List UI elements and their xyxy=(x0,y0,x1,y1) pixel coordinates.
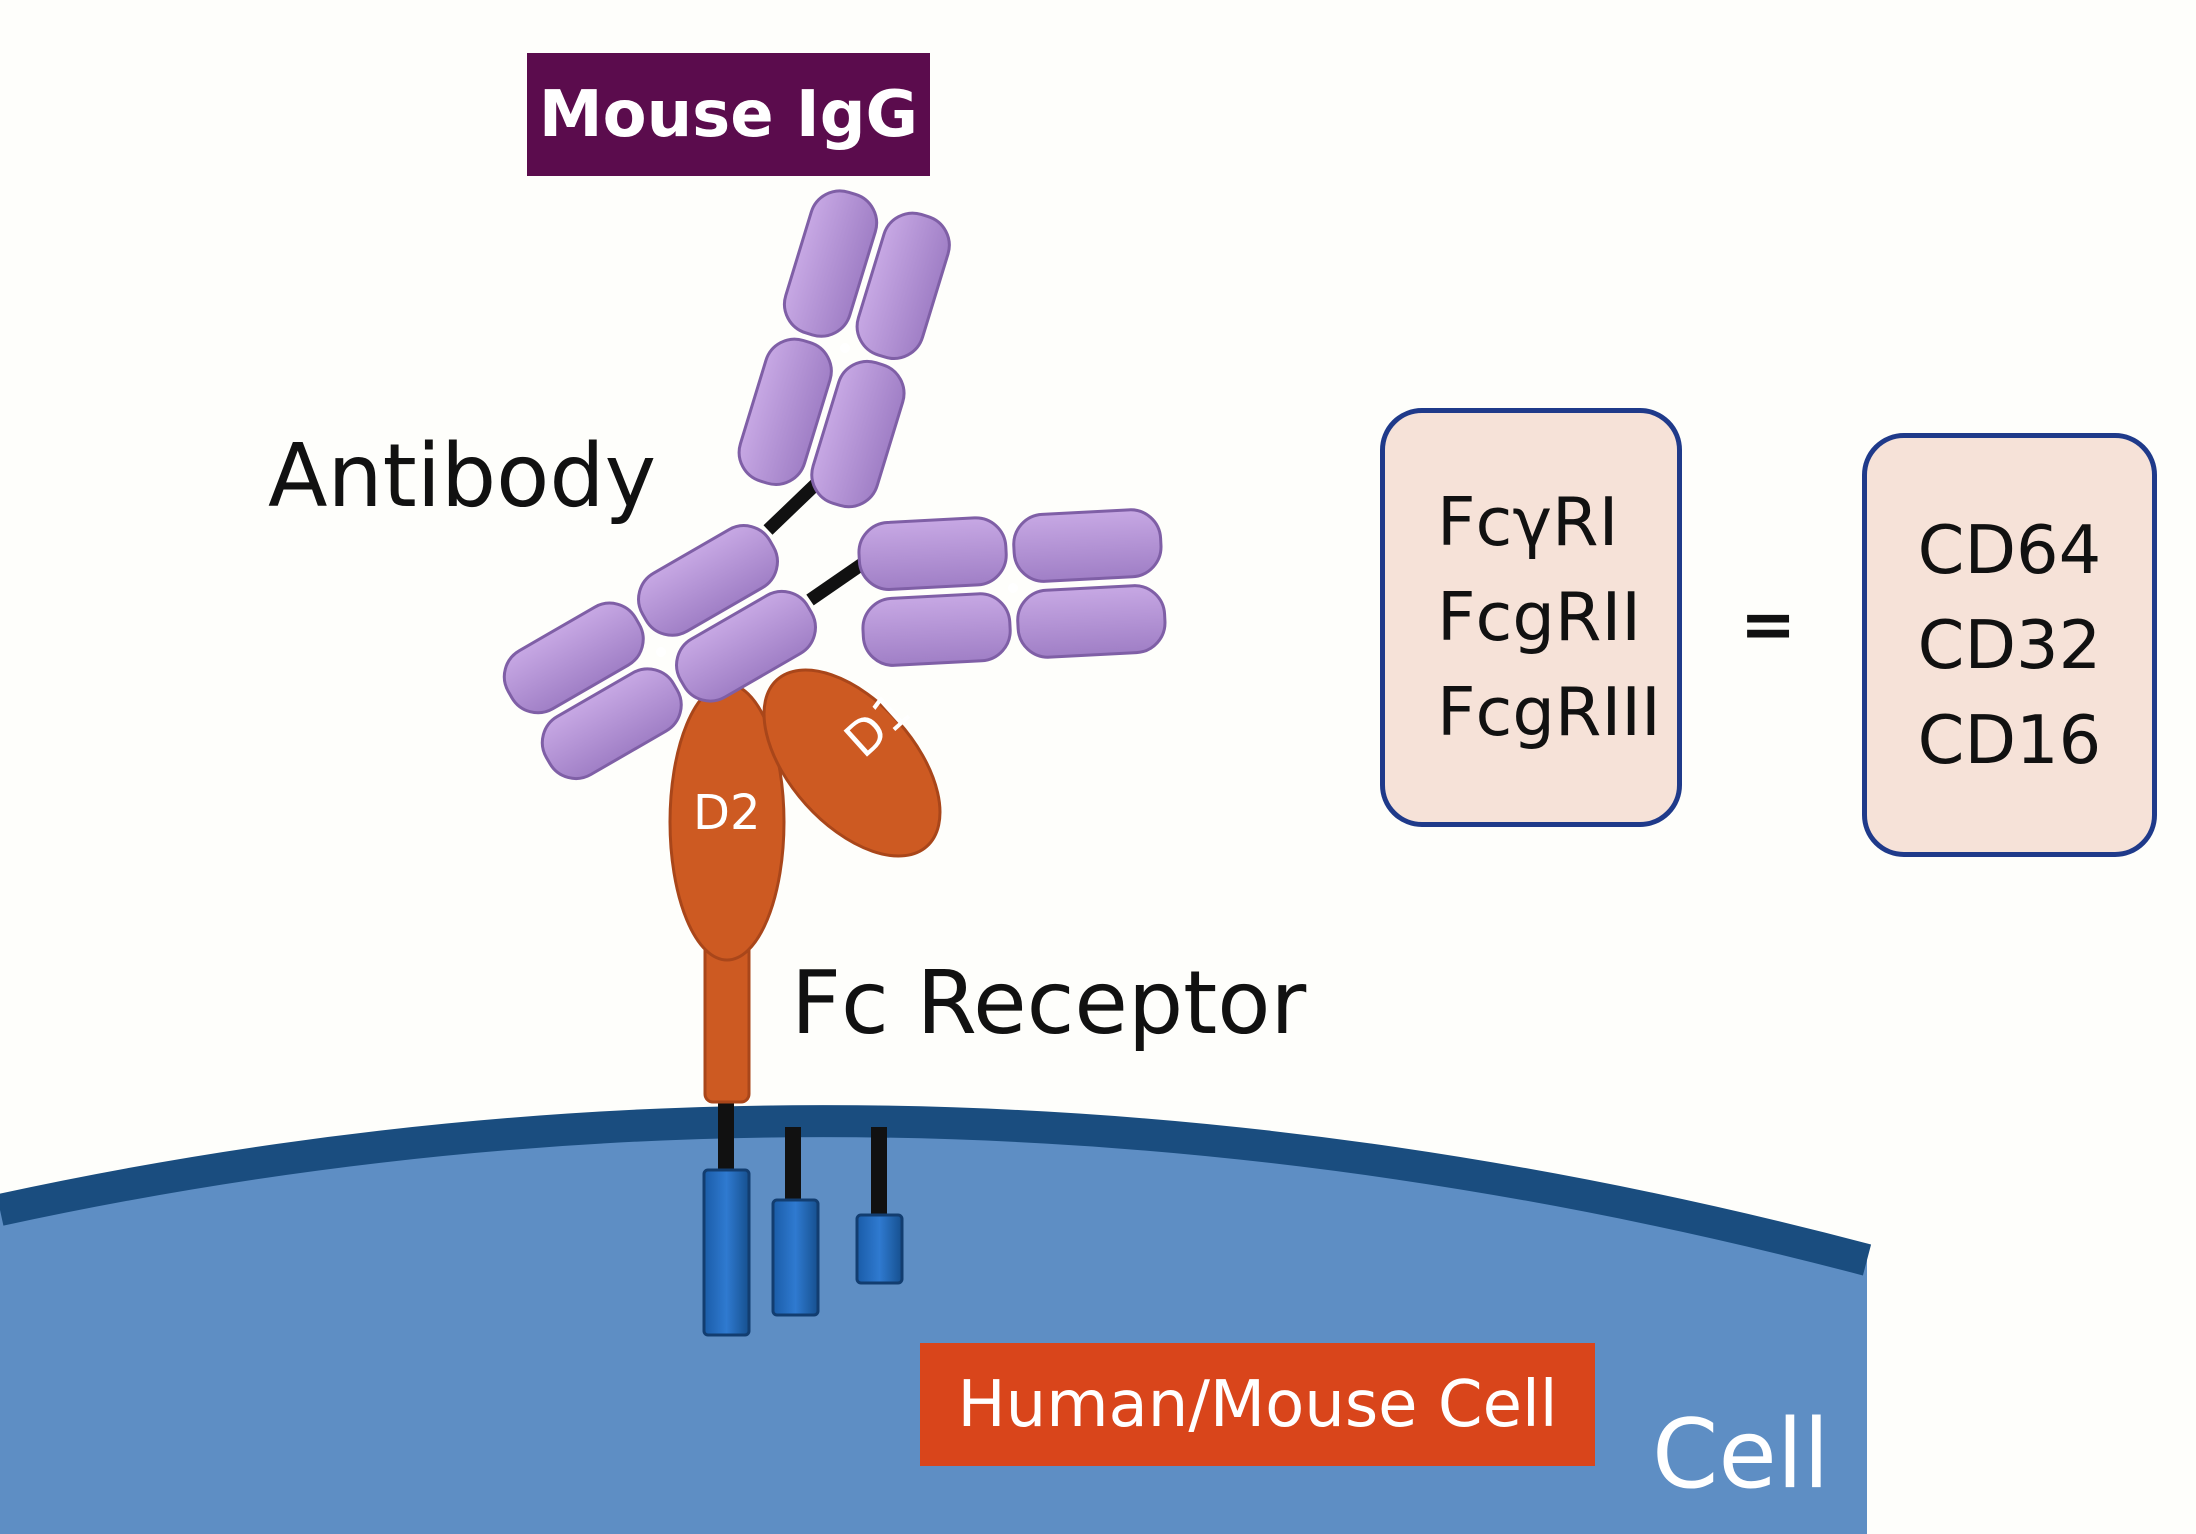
receptor-bar-2 xyxy=(771,1198,820,1317)
hinge-linker-2 xyxy=(806,554,872,606)
receptor-bar-3 xyxy=(855,1213,904,1285)
antibody-label: Antibody xyxy=(268,425,657,527)
antibody-fc-stem xyxy=(502,524,817,781)
fc-receptor-stalk xyxy=(703,940,751,1104)
receptor-name-1: FcγRI xyxy=(1437,483,1619,561)
receptor-bar-1 xyxy=(702,1168,751,1337)
title-label: Mouse IgG xyxy=(527,53,930,176)
antibody-fab-arm-right xyxy=(857,508,1167,667)
receptor-names-card: FcγRI FcgRII FcgRIII xyxy=(1380,408,1682,827)
cd-name-1: CD64 xyxy=(1917,510,2102,589)
cell-type-label: Human/Mouse Cell xyxy=(920,1343,1595,1466)
domain-d2-label: D2 xyxy=(693,785,761,841)
receptor-stalk-3 xyxy=(871,1127,887,1217)
hinge-linker-1 xyxy=(763,478,822,535)
receptor-name-3: FcgRIII xyxy=(1437,673,1661,751)
cell-label: Cell xyxy=(1652,1400,1830,1510)
receptor-name-2: FcgRII xyxy=(1437,578,1641,656)
cd-name-2: CD32 xyxy=(1917,605,2102,684)
fc-receptor xyxy=(668,668,942,1104)
cd-names-card: CD64 CD32 CD16 xyxy=(1862,433,2157,857)
receptor-stalk-2 xyxy=(785,1127,801,1202)
antibody-fab-arm-upper xyxy=(737,189,951,509)
transmembrane-receptors xyxy=(702,1100,904,1337)
cell-membrane xyxy=(0,1105,1872,1276)
cd-name-3: CD16 xyxy=(1917,700,2102,779)
fc-receptor-label: Fc Receptor xyxy=(791,952,1307,1054)
equals-sign: = xyxy=(1740,585,1797,663)
domain-d1 xyxy=(762,668,942,858)
receptor-stalk-1 xyxy=(718,1100,734,1172)
